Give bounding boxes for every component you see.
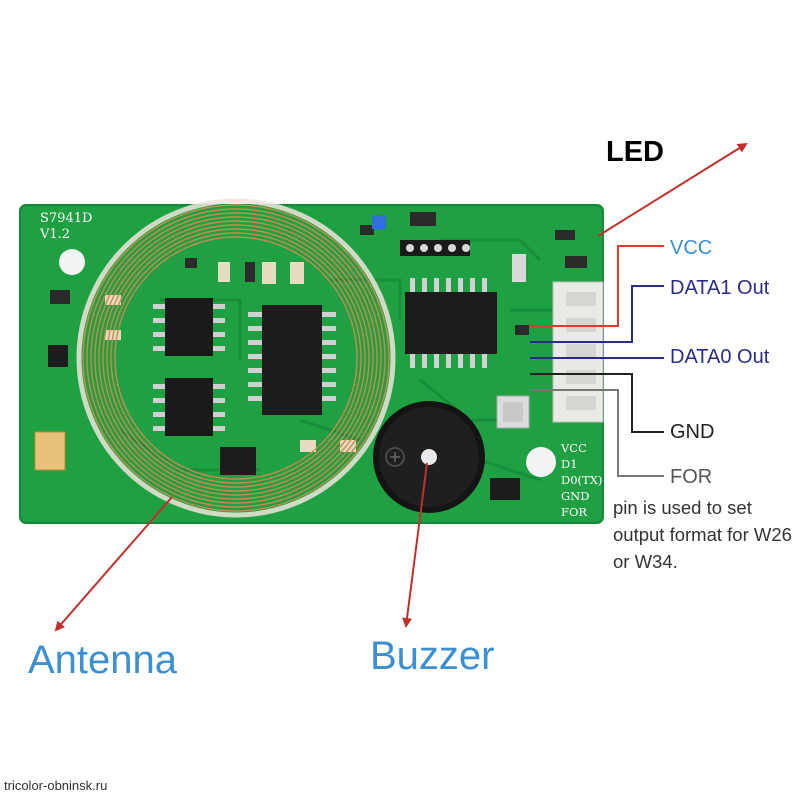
buzzer-arrow xyxy=(402,462,428,628)
pin-leader-lines xyxy=(530,245,664,477)
ic-chips xyxy=(48,278,520,500)
callout-arrows xyxy=(54,142,748,632)
silk-pin-for: FOR xyxy=(561,505,587,519)
led-label: LED xyxy=(606,136,664,168)
buzzer xyxy=(373,401,485,513)
ic-left-bottom xyxy=(153,378,225,436)
data1-out-label: DATA1 Out xyxy=(670,277,770,299)
antenna-arrow xyxy=(54,496,173,632)
smd-components xyxy=(34,212,587,471)
vcc-leader-line xyxy=(530,245,664,327)
vcc-label: VCC xyxy=(670,237,713,259)
led-diode xyxy=(512,254,526,282)
silk-pin-gnd: GND xyxy=(561,489,589,503)
ic-left-top xyxy=(153,298,225,356)
watermark-text: tricolor-obninsk.ru xyxy=(4,778,108,793)
silk-pin-d1: D1 xyxy=(561,457,578,471)
ic-center xyxy=(248,305,336,415)
board-version-text: V1.2 xyxy=(39,227,70,242)
silk-pin-vcc: VCC xyxy=(560,441,587,455)
pin-header-connector xyxy=(552,281,604,423)
led-arrow xyxy=(597,142,748,237)
mounting-holes xyxy=(59,249,556,477)
capacitor-blue xyxy=(372,215,386,229)
board-model-text: S7941D xyxy=(40,211,92,226)
for-label: FOR xyxy=(670,466,713,488)
silk-pin-d0: D0(TX) xyxy=(561,473,602,487)
gnd-label: GND xyxy=(670,421,715,443)
silkscreen: S7941D V1.2 VCC D1 D0(TX) GND FOR xyxy=(39,211,602,519)
antenna-label: Antenna xyxy=(28,638,178,682)
for-leader-line xyxy=(530,389,664,477)
transistor xyxy=(48,345,68,367)
ic-microcontroller xyxy=(405,278,497,368)
data0-out-label: DATA0 Out xyxy=(670,346,770,368)
for-pin-description: pin is used to set output format for W26… xyxy=(613,497,792,572)
crystal xyxy=(496,395,530,429)
gnd-leader-line xyxy=(530,373,664,433)
programming-header xyxy=(400,240,470,256)
buzzer-label: Buzzer xyxy=(370,634,495,678)
capacitor-tan xyxy=(34,431,66,471)
data1-leader-line xyxy=(530,285,664,343)
antenna-coil xyxy=(76,198,396,518)
ic-small-bottom xyxy=(220,447,520,500)
